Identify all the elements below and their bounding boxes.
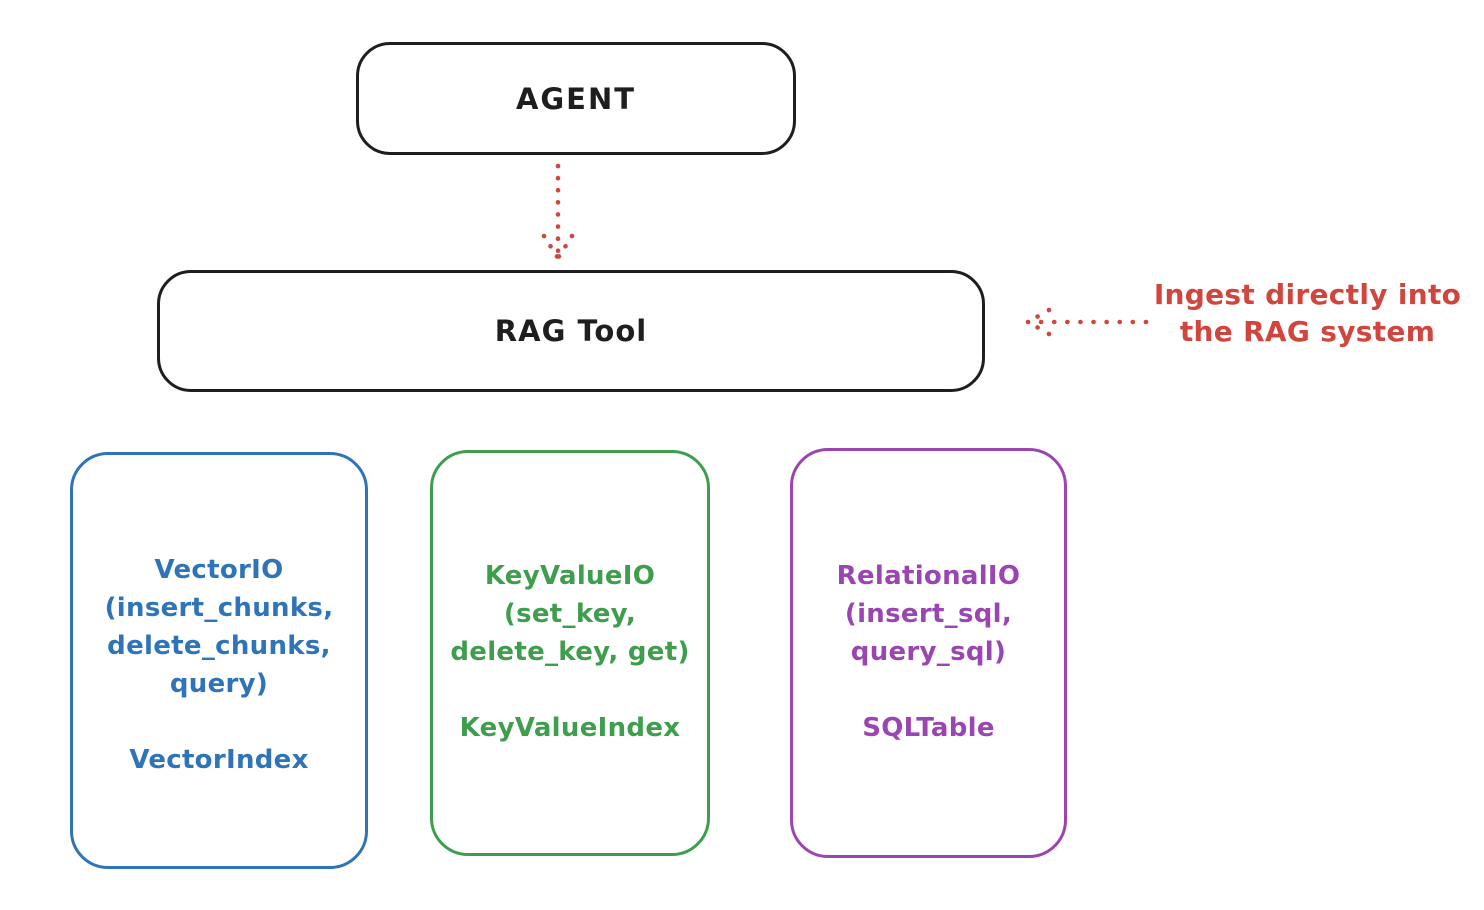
key-value-index-label: KeyValueIndex <box>459 713 681 743</box>
key-value-io-api-label: KeyValueIO (set_key, delete_key, get) <box>450 561 690 667</box>
sql-table-label: SQLTable <box>862 713 995 743</box>
relational-io-api-label: RelationalIO (insert_sql, query_sql) <box>836 561 1021 667</box>
dotted-arrow-left-icon <box>1025 307 1149 337</box>
vector-io-api-label: VectorIO (insert_chunks, delete_chunks, … <box>104 555 334 699</box>
agent-label: AGENT <box>515 81 637 116</box>
rag-tool-node: RAG Tool <box>157 270 985 392</box>
dotted-arrow-down-icon <box>541 163 575 261</box>
relational-io-box: RelationalIO (insert_sql, query_sql) SQL… <box>790 448 1067 858</box>
vector-index-label: VectorIndex <box>129 745 309 775</box>
annotation-text: Ingest directly into the RAG system <box>1153 278 1462 348</box>
vector-io-box: VectorIO (insert_chunks, delete_chunks, … <box>70 452 368 869</box>
key-value-io-box: KeyValueIO (set_key, delete_key, get) Ke… <box>430 450 710 856</box>
agent-node: AGENT <box>356 42 796 155</box>
rag-tool-label: RAG Tool <box>494 314 648 348</box>
